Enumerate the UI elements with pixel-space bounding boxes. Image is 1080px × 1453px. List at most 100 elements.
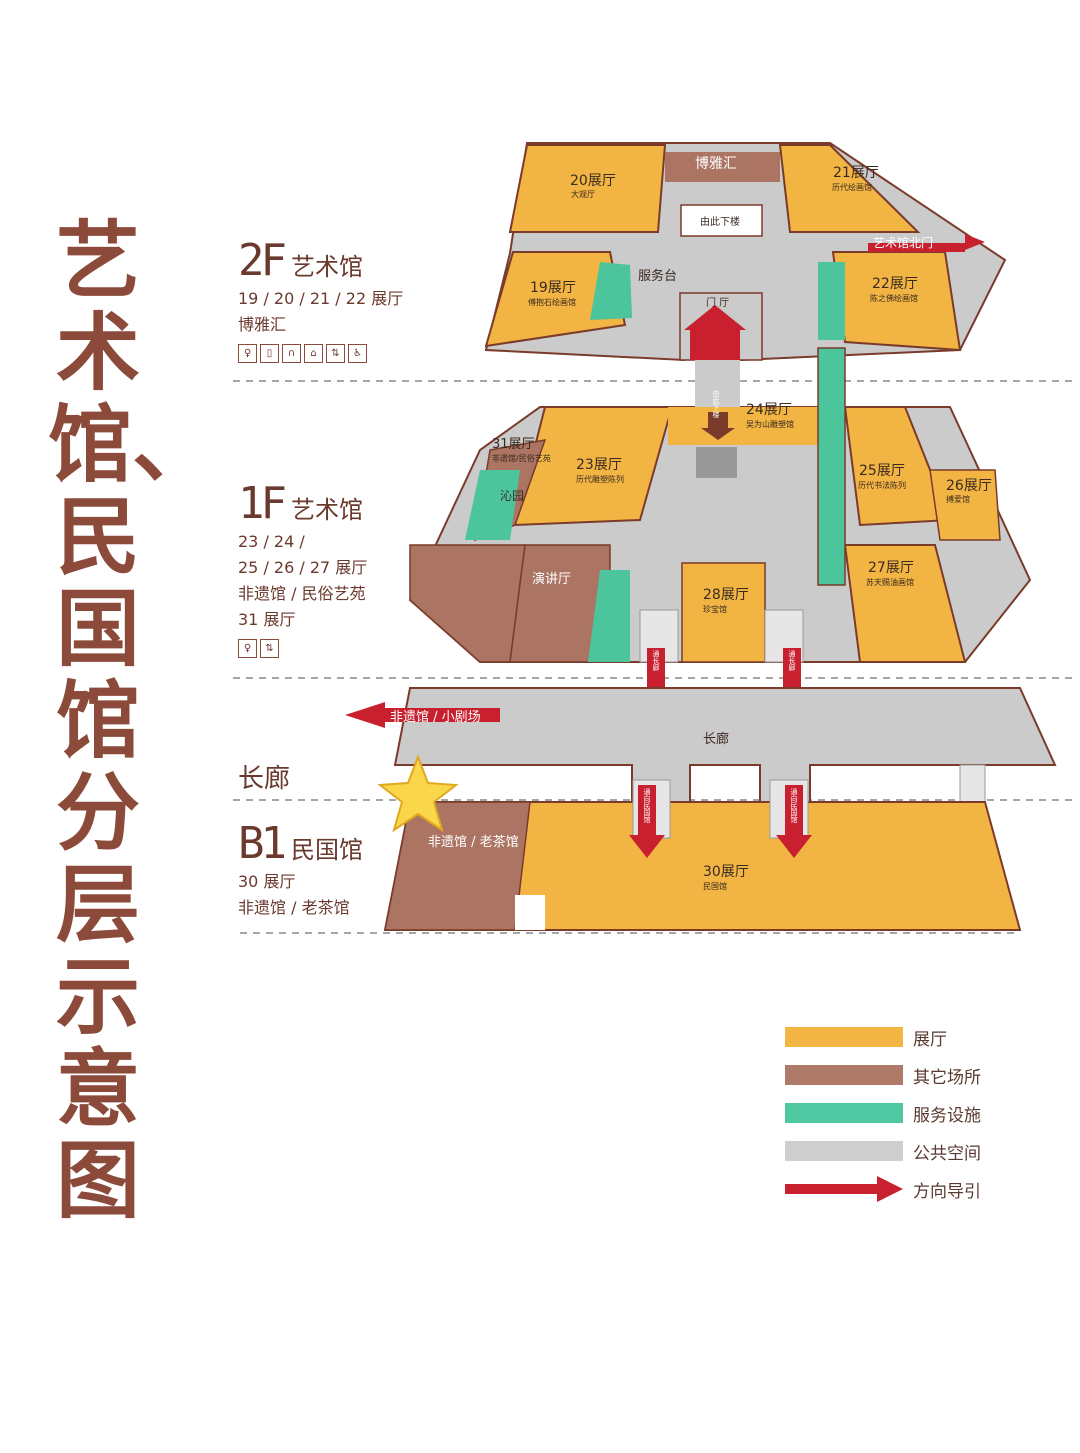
legend-item-public: 公共空间 — [785, 1132, 981, 1170]
label-to-corridor-1: 通长廊 — [652, 649, 660, 672]
floor-code: B1 — [238, 818, 287, 869]
label-hall-26[interactable]: 26展厅 — [946, 478, 992, 494]
staircase — [680, 204, 763, 237]
service-area-right — [818, 262, 845, 340]
label-to-minguo-1: 通向民国馆 — [643, 787, 651, 824]
floor-code: 1F — [238, 478, 287, 529]
floor-2f-map — [484, 142, 1007, 362]
label-corridor[interactable]: 长廊 — [703, 731, 729, 747]
label-hall-21-sub: 历代绘画馆 — [832, 182, 872, 192]
other-left — [409, 544, 526, 663]
label-north-exit[interactable]: 艺术馆北门 — [873, 235, 933, 250]
arrow-right-icon — [785, 1176, 903, 1202]
corridor-label: 长廊 — [238, 758, 290, 795]
floor-code: 2F — [238, 235, 287, 286]
legend-label: 方向导引 — [913, 1181, 981, 1202]
corridor-name: 长廊 — [238, 764, 291, 794]
elevator-shaft — [817, 347, 846, 586]
floor-line: 博雅汇 — [238, 315, 287, 334]
facility-icons: ♀▯∩⌂⇅♿ — [238, 344, 403, 363]
label-hall-24-sub: 吴为山雕塑馆 — [746, 419, 794, 429]
label-to-minguo-2: 通向民国馆 — [790, 787, 798, 824]
label-teahouse[interactable]: 非遗馆 / 老茶馆 — [428, 834, 519, 850]
label-hall-27[interactable]: 27展厅 — [868, 560, 914, 576]
legend-swatch — [785, 1065, 903, 1085]
service-area — [590, 262, 632, 320]
legend-label: 展厅 — [913, 1029, 947, 1050]
elevator-icon: ⇅ — [260, 639, 279, 658]
label-hall-26-sub: 搏爱馆 — [946, 494, 970, 504]
arrow-to-minguo-1 — [629, 785, 665, 858]
label-downstairs: 由此下楼 — [700, 215, 740, 228]
legend-label: 公共空间 — [913, 1143, 981, 1164]
legend: 展厅 其它场所 服务设施 公共空间 方向导引 — [785, 1018, 981, 1208]
legend-item-hall: 展厅 — [785, 1018, 981, 1056]
label-qinyuan[interactable]: 沁园 — [500, 489, 524, 503]
label-down-arrow: 由此下楼 — [712, 389, 720, 419]
b1-gap — [515, 895, 545, 930]
label-hall-25-sub: 历代书法陈列 — [858, 480, 906, 490]
facility-icons: ♀⇅ — [238, 639, 367, 658]
label-hall-23[interactable]: 23展厅 — [576, 457, 622, 473]
label-hall-20[interactable]: 20展厅 — [570, 173, 616, 189]
hall-27 — [843, 544, 967, 663]
arrow-to-minguo-2 — [776, 785, 812, 858]
label-hall-31[interactable]: 31展厅 — [492, 437, 535, 452]
label-hall-30-sub: 民国馆 — [703, 881, 727, 891]
floor-name: 艺术馆 — [290, 253, 363, 281]
legend-item-service: 服务设施 — [785, 1094, 981, 1132]
label-hall-30[interactable]: 30展厅 — [703, 864, 749, 880]
label-hall-22[interactable]: 22展厅 — [872, 276, 918, 292]
label-hall-24[interactable]: 24展厅 — [746, 402, 792, 418]
hall-21 — [778, 144, 921, 233]
label-hall-27-sub: 苏天赐油画馆 — [866, 577, 914, 587]
label-hall-19-sub: 傅抱石绘画馆 — [528, 297, 576, 307]
elevator-icon: ⇅ — [326, 344, 345, 363]
label-hall-25[interactable]: 25展厅 — [859, 463, 905, 479]
legend-swatch — [785, 1027, 903, 1047]
label-to-intangible[interactable]: 非遗馆 / 小剧场 — [390, 710, 481, 725]
hall-24 — [668, 407, 820, 445]
floor-line: 非遗馆 / 老茶馆 — [238, 898, 350, 917]
restroom-icon: ♀ — [238, 639, 257, 658]
label-hall-28[interactable]: 28展厅 — [703, 587, 749, 603]
floor-line: 25 / 26 / 27 展厅 — [238, 558, 368, 577]
floor-line: 31 展厅 — [238, 610, 296, 629]
hall-19 — [484, 251, 627, 348]
qinyuan-area — [465, 470, 520, 540]
floor-name: 艺术馆 — [290, 496, 363, 524]
label-boyahui[interactable]: 博雅汇 — [695, 155, 737, 172]
floor-line: 23 / 24 / — [238, 532, 305, 551]
north-exit-arrow — [868, 234, 985, 252]
floor-b1-map — [383, 779, 1022, 931]
label-hall-21[interactable]: 21展厅 — [833, 165, 879, 181]
label-service-desk[interactable]: 服务台 — [638, 268, 677, 284]
info-icon: ▯ — [260, 344, 279, 363]
restroom-icon: ♀ — [238, 344, 257, 363]
entrance-arrow — [684, 305, 746, 360]
legend-swatch — [785, 1103, 903, 1123]
to-intangible-arrow — [345, 702, 500, 728]
legend-swatch — [785, 1141, 903, 1161]
label-lecture-hall[interactable]: 演讲厅 — [532, 571, 571, 587]
accessible-icon: ♿ — [348, 344, 367, 363]
label-hall-22-sub: 陈之佛绘画馆 — [870, 293, 918, 303]
audio-guide-icon: ∩ — [282, 344, 301, 363]
star-icon[interactable] — [377, 754, 459, 833]
vertical-title: 艺术馆、 民国馆分层示意图 — [48, 215, 216, 1227]
label-hall-19[interactable]: 19展厅 — [530, 280, 576, 296]
legend-item-other: 其它场所 — [785, 1056, 981, 1094]
floor-name: 民国馆 — [290, 836, 363, 864]
floor-1f-map — [408, 347, 1032, 663]
legend-label: 服务设施 — [913, 1105, 981, 1126]
label-lobby[interactable]: 门 厅 — [706, 296, 729, 309]
label-hall-20-sub: 大观厅 — [571, 189, 595, 199]
hall-20 — [508, 144, 667, 233]
boyahui-area — [665, 152, 780, 182]
down-arrow — [701, 412, 735, 440]
label-to-corridor-2: 通长廊 — [788, 649, 796, 672]
